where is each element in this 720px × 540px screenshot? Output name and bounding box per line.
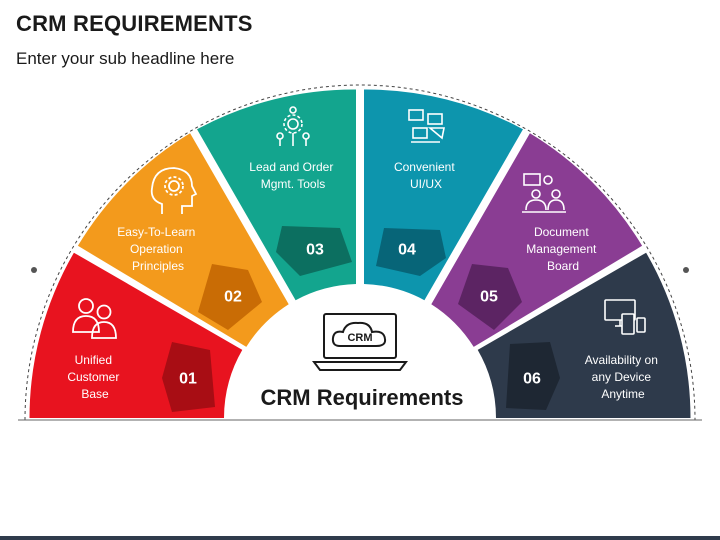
number-badge <box>276 226 352 276</box>
number-badge <box>376 228 446 276</box>
label-line: Availability on <box>585 353 658 367</box>
devices-icon <box>604 299 646 335</box>
segment-unified-customer-base: 01 Unified Customer Base <box>29 252 243 418</box>
label-line: Operation <box>130 242 183 256</box>
segment-label: Convenient UI/UX <box>394 160 458 191</box>
segment-label: Unified Customer Base <box>67 353 122 401</box>
label-line: Principles <box>132 259 184 273</box>
segment-number: 05 <box>480 289 498 306</box>
label-line: Board <box>547 259 579 273</box>
arc-end-dot-left <box>31 267 37 273</box>
segment-label: Easy-To-Learn Operation Principles <box>117 225 198 273</box>
label-line: any Device <box>592 370 652 384</box>
label-line: Customer <box>67 370 119 384</box>
network-gear-icon <box>276 106 310 146</box>
segment-easy-to-learn: 02 Easy-To-Learn Operation Principles <box>77 133 289 347</box>
label-line: Unified <box>75 353 112 367</box>
segment-number: 06 <box>523 371 541 388</box>
crm-badge-text: CRM <box>347 332 372 344</box>
users-icon <box>72 298 117 339</box>
segment-label: Availability on any Device Anytime <box>585 353 662 401</box>
head-gear-icon <box>150 167 198 214</box>
laptop-cloud-icon <box>312 313 408 371</box>
center-title: CRM Requirements <box>261 385 464 410</box>
bottom-bar <box>0 536 720 540</box>
segment-label: Document Management Board <box>526 225 599 273</box>
label-line: Convenient <box>394 160 455 174</box>
segment-label: Lead and Order Mgmt. Tools <box>249 160 336 191</box>
label-line: Easy-To-Learn <box>117 225 195 239</box>
page-title: CRM REQUIREMENTS <box>16 11 253 36</box>
number-badge <box>162 342 215 412</box>
center-logo: CRM <box>312 313 408 371</box>
segment-number: 01 <box>179 371 197 388</box>
number-badge <box>198 264 262 330</box>
ui-design-icon <box>408 109 445 143</box>
segment-lead-order: 03 Lead and Order Mgmt. Tools <box>197 89 356 301</box>
label-line: UI/UX <box>410 177 442 191</box>
label-line: Anytime <box>601 387 645 401</box>
segment-number: 02 <box>224 289 242 306</box>
segment-availability: 06 Availability on any Device Anytime <box>477 252 691 418</box>
label-line: Mgmt. Tools <box>261 177 325 191</box>
page-subtitle: Enter your sub headline here <box>16 49 235 68</box>
arc-end-dot-right <box>683 267 689 273</box>
segment-convenient-ui: 04 Convenient UI/UX <box>364 89 523 301</box>
segment-document-management: 05 Document Management Board <box>431 133 643 347</box>
label-line: Base <box>81 387 109 401</box>
label-line: Document <box>534 225 589 239</box>
meeting-board-icon <box>522 173 566 213</box>
label-line: Management <box>526 242 597 256</box>
number-badge <box>458 264 522 330</box>
segment-number: 03 <box>306 242 324 259</box>
number-badge <box>506 342 560 410</box>
label-line: Lead and Order <box>249 160 333 174</box>
segment-number: 04 <box>398 242 416 259</box>
